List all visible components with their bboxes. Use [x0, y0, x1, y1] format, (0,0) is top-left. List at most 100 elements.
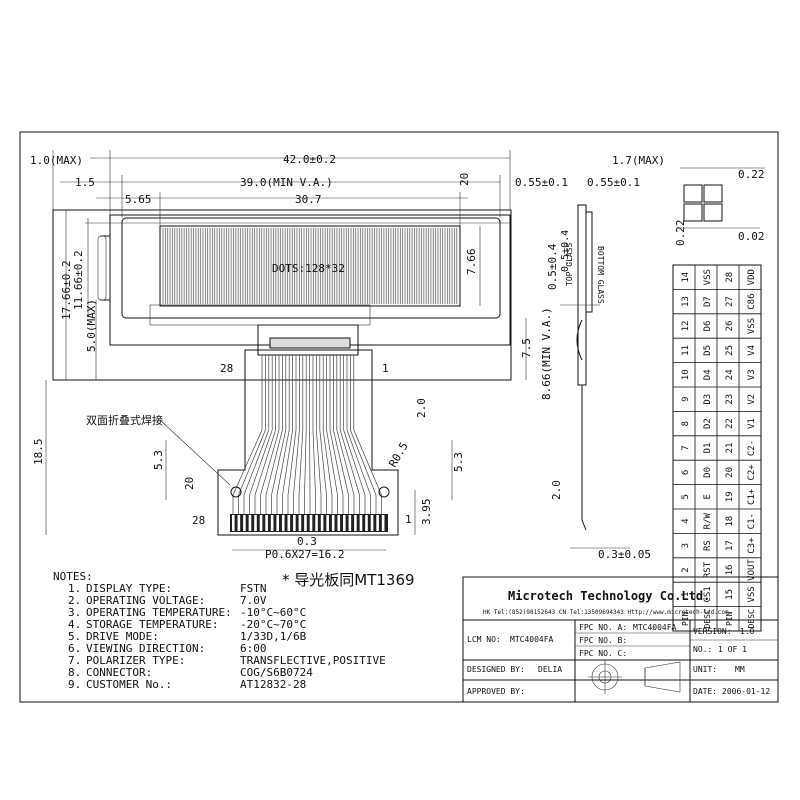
- pin-table-cell: V2: [747, 394, 757, 405]
- dim-866: 8.66(MIN V.A.): [540, 307, 553, 400]
- note-number: 6.: [68, 642, 81, 655]
- unit-label: UNIT:: [693, 665, 717, 674]
- note-value: -20°C~70°C: [240, 618, 306, 631]
- note-value: 7.0V: [240, 594, 267, 607]
- dim-5-3-left: 5.3: [152, 450, 165, 470]
- note-value: -10°C~60°C: [240, 606, 306, 619]
- pin-table-cell: VSS: [747, 318, 757, 334]
- front-view: DOTS:128*32: [52, 209, 512, 381]
- pin-table-cell: C86: [747, 293, 757, 309]
- note-key: OPERATING TEMPERATURE:: [86, 606, 232, 619]
- note-value: TRANSFLECTIVE,POSITIVE: [240, 654, 386, 667]
- note-key: DRIVE MODE:: [86, 630, 159, 643]
- pin-table-cell: 15: [725, 589, 735, 600]
- pin-table-cell: 9: [681, 396, 691, 401]
- bottom-glass-label: BOTTOM GLASS: [596, 246, 605, 304]
- pin-table-cell: 18: [725, 516, 735, 527]
- pin-table-cell: 25: [725, 345, 735, 356]
- dim-r05: R0.5: [386, 440, 411, 469]
- dim-20-top: 20: [458, 173, 471, 186]
- company-contact: HK Tel:(852)98152643 CN Tel:13509694343 …: [483, 609, 729, 616]
- dim-28-top: 28: [220, 362, 233, 375]
- fpc-tail: [217, 349, 399, 536]
- pin-table-cell: D3: [703, 394, 713, 405]
- lcm-no: MTC4004FA: [510, 635, 554, 644]
- pin-table-cell: 19: [725, 491, 735, 502]
- dim-055-a: 0.55±0.1: [515, 176, 568, 189]
- title-block: [462, 576, 779, 703]
- pin-table-cell: VDD: [747, 269, 757, 285]
- pin-table-cell: RS: [703, 540, 713, 551]
- drawing-frame: [19, 131, 779, 703]
- dim-0-3: 0.3: [297, 535, 317, 548]
- light-guide-note: * 导光板同MT1369: [282, 571, 415, 589]
- pin-table-cell: D0: [703, 467, 713, 478]
- company-name: Microtech Technology Co.Ltd.: [508, 589, 710, 603]
- pin-table-cell: 4: [681, 518, 691, 523]
- dim-5-3-right: 5.3: [452, 452, 465, 472]
- dim-022-a: 0.22: [738, 168, 765, 181]
- pin-table-cell: 6: [681, 470, 691, 475]
- pin-table-cell: 17: [725, 540, 735, 551]
- pin-table-cell: 20: [725, 467, 735, 478]
- note-key: OPERATING VOLTAGE:: [86, 594, 205, 607]
- dim-18-5: 18.5: [32, 439, 45, 466]
- dim-565: 5.65: [125, 193, 152, 206]
- note-value: 6:00: [240, 642, 267, 655]
- pin-table-cell: D1: [703, 443, 713, 454]
- lcm-no-label: LCM NO:: [467, 635, 501, 644]
- pin-table-cell: 8: [681, 421, 691, 426]
- dim-28-bot: 28: [192, 514, 205, 527]
- pin-table-cell: 1: [681, 592, 691, 597]
- dim-2-0-side: 2.0: [550, 480, 563, 500]
- note-number: 7.: [68, 654, 81, 667]
- designed-label: DESIGNED BY:: [467, 665, 525, 674]
- note-number: 8.: [68, 666, 81, 679]
- note-key: POLARIZER TYPE:: [86, 654, 185, 667]
- fpc-a-label: FPC NO. A:: [579, 623, 627, 632]
- dim-pitch: P0.6X27=16.2: [265, 548, 344, 561]
- pin-table-cell: 24: [725, 369, 735, 380]
- note-number: 4.: [68, 618, 81, 631]
- fpc-b-label: FPC NO. B:: [579, 636, 627, 645]
- note-value: 1/33D,1/6B: [240, 630, 307, 643]
- dim-05: 0.5±0.4: [560, 230, 571, 272]
- dim-1-bot: 1: [405, 513, 412, 526]
- dim-055-b: 0.55±0.1: [587, 176, 640, 189]
- pin-table-cell: 26: [725, 321, 735, 332]
- date-label: DATE:: [693, 687, 717, 696]
- module-outline: [52, 209, 512, 381]
- dim-03-005: 0.3±0.05: [598, 548, 651, 561]
- pin-table-cell: 11: [681, 345, 691, 356]
- pin-table-cell: R/W: [703, 512, 713, 529]
- top-dimensions: [52, 150, 511, 226]
- designed-by: DELIA: [538, 665, 562, 674]
- pin-table-cell: 10: [681, 369, 691, 380]
- dim-30-7: 30.7: [295, 193, 322, 206]
- pin-table-header: PIN: [725, 611, 734, 626]
- approved-label: APPROVED BY:: [467, 687, 525, 696]
- note-number: 1.: [68, 582, 81, 595]
- pin-table-cell: 21: [725, 443, 735, 454]
- version: 1.0: [740, 627, 755, 636]
- pin-table-cell: CS1: [703, 586, 713, 602]
- weld-note: 双面折叠式焊接: [86, 413, 163, 427]
- pin-table-cell: D5: [703, 345, 713, 356]
- dim-1-5: 1.5: [75, 176, 95, 189]
- sheet-no-label: NO.:: [693, 645, 712, 654]
- dim-05-04: 0.5±0.4: [546, 243, 559, 290]
- note-value: COG/S6B0724: [240, 666, 313, 679]
- dim-39: 39.0(MIN V.A.): [240, 176, 333, 189]
- dim-42: 42.0±0.2: [283, 153, 336, 166]
- note-key: VIEWING DIRECTION:: [86, 642, 205, 655]
- pin-table-cell: C3+: [747, 537, 757, 554]
- pin-table-cell: RST: [703, 561, 713, 578]
- dot-detail: [680, 167, 765, 229]
- dim-002: 0.02: [738, 230, 765, 243]
- dim-1-7max: 1.7(MAX): [612, 154, 665, 167]
- dim-5max: 5.0(MAX): [85, 299, 98, 352]
- pin-table-cell: V4: [747, 345, 757, 356]
- dots-label: DOTS:128*32: [272, 262, 345, 275]
